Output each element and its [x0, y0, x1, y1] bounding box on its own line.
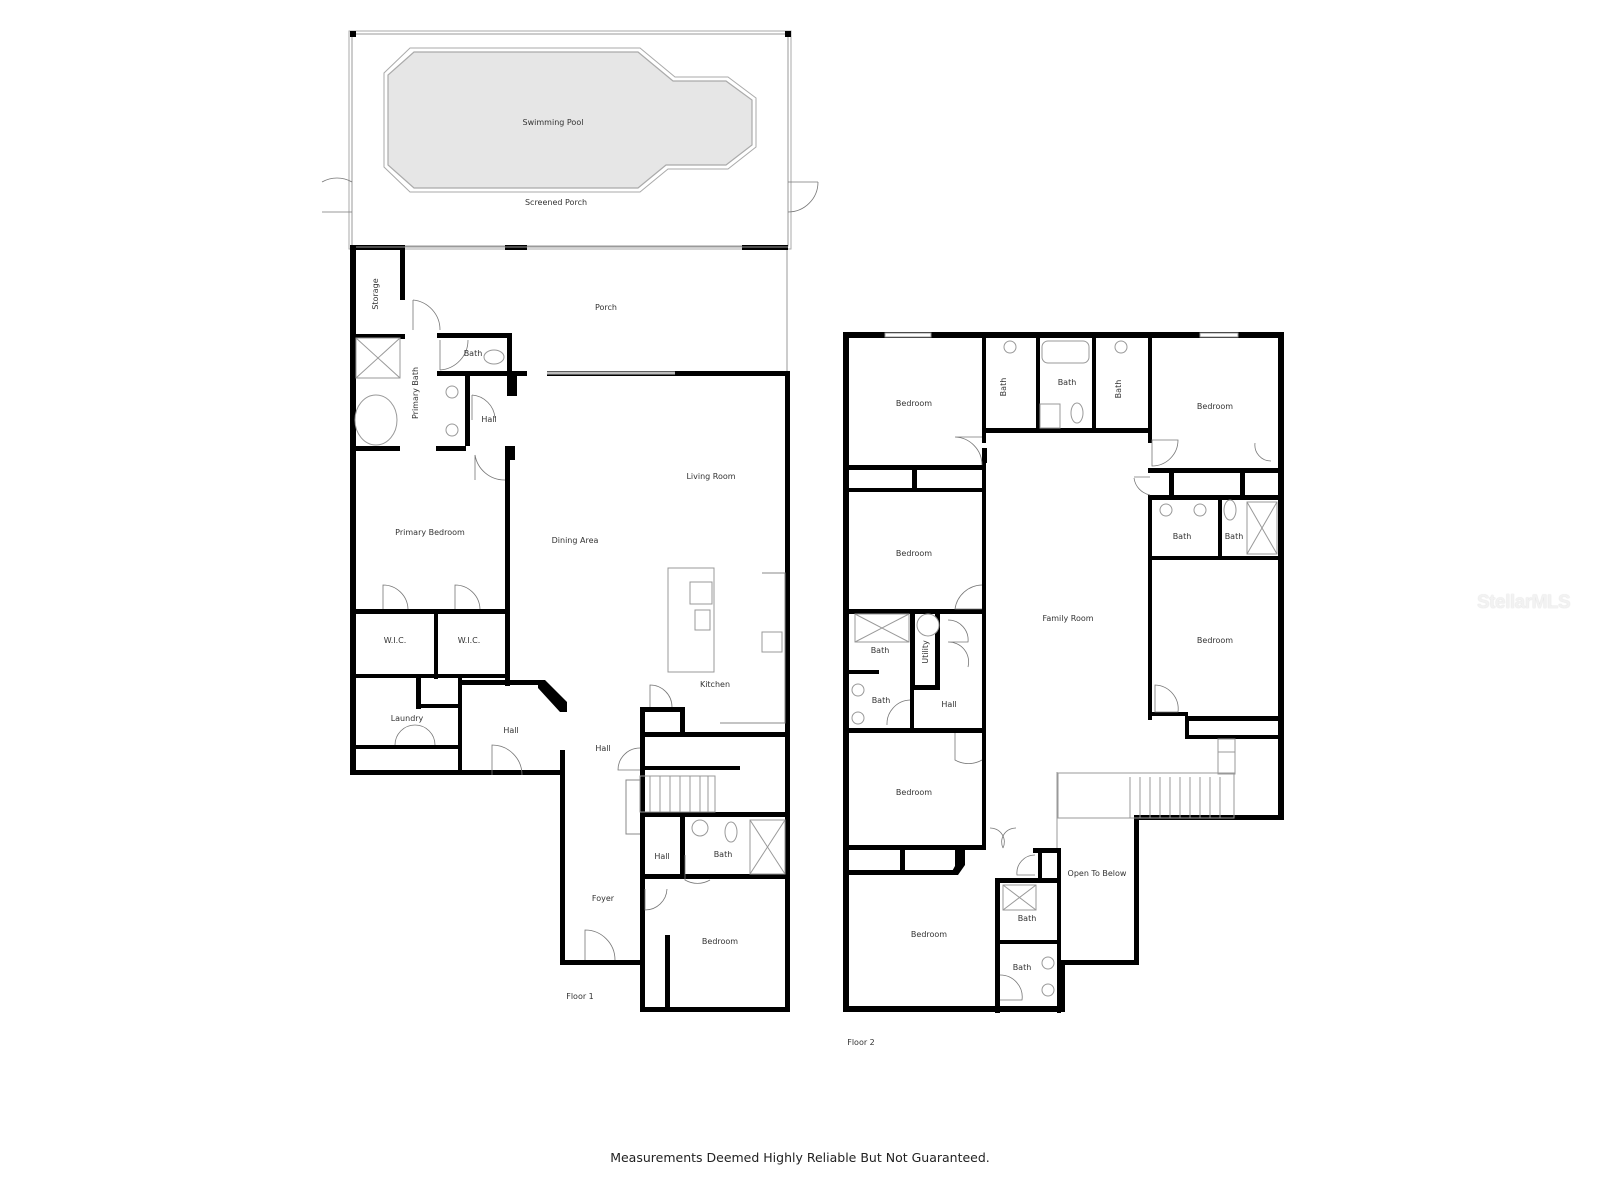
room-label-bedroom-sw: Bedroom [911, 930, 947, 939]
room-label-bedroom: Bedroom [702, 937, 738, 946]
room-label-primary-bedroom: Primary Bedroom [395, 528, 465, 537]
room-label-bath-w1: Bath [871, 646, 890, 655]
room-label-bath-a: Bath [999, 378, 1008, 397]
room-label-bath-upper: Bath [464, 349, 483, 358]
room-label-bath-b: Bath [1058, 378, 1077, 387]
floor-2-walls [843, 332, 1284, 1013]
room-label-bedroom-nw: Bedroom [896, 399, 932, 408]
room-label-foyer: Foyer [592, 894, 615, 903]
room-label-living-room: Living Room [686, 472, 735, 481]
room-label-kitchen: Kitchen [700, 680, 730, 689]
room-label-primary-bath: Primary Bath [411, 367, 420, 419]
room-label-hall-upper: Hall [481, 415, 496, 424]
floor-2-fixtures [851, 332, 1278, 1001]
room-label-bath-s1: Bath [1018, 914, 1037, 923]
floor-1-walls [350, 245, 790, 1012]
room-label-porch: Porch [595, 303, 617, 312]
room-label-bath-lower: Bath [714, 850, 733, 859]
room-label-swimming-pool: Swimming Pool [523, 118, 584, 127]
room-label-dining-area: Dining Area [552, 536, 599, 545]
screened-porch [321, 30, 819, 250]
disclaimer-text: Measurements Deemed Highly Reliable But … [610, 1150, 990, 1165]
room-label-hall-left: Hall [503, 726, 518, 735]
stairs-floor-2 [1057, 738, 1236, 819]
room-label-utility: Utility [921, 640, 930, 664]
room-label-bedroom-w2: Bedroom [896, 549, 932, 558]
floor-1-labels: Swimming Pool Screened Porch Porch Stora… [371, 118, 738, 1001]
room-label-open-to-below: Open To Below [1068, 869, 1127, 878]
room-label-hall-small: Hall [654, 852, 669, 861]
room-label-screened-porch: Screened Porch [525, 198, 587, 207]
floor-1-fixtures [354, 299, 786, 961]
room-label-bath-w2: Bath [872, 696, 891, 705]
room-label-bedroom-e2: Bedroom [1197, 636, 1233, 645]
room-label-bath-e1: Bath [1173, 532, 1192, 541]
room-label-storage: Storage [371, 278, 380, 309]
room-label-bedroom-ne: Bedroom [1197, 402, 1233, 411]
floor-1-plan: Swimming Pool Screened Porch Porch Stora… [321, 30, 819, 1012]
floor-1-title: Floor 1 [566, 992, 594, 1001]
stairs-floor-1 [625, 775, 716, 835]
room-label-bedroom-w3: Bedroom [896, 788, 932, 797]
room-label-family-room: Family Room [1042, 614, 1093, 623]
room-label-wic-right: W.I.C. [458, 636, 481, 645]
floor-2-labels: Bedroom Bath Bath Bath Bedroom Bedroom B… [847, 378, 1243, 1047]
room-label-wic-left: W.I.C. [384, 636, 407, 645]
floor-2-plan: Bedroom Bath Bath Bath Bedroom Bedroom B… [843, 332, 1284, 1047]
floor-2-title: Floor 2 [847, 1038, 875, 1047]
room-label-bath-e2: Bath [1225, 532, 1244, 541]
room-label-bath-c: Bath [1114, 380, 1123, 399]
swimming-pool [387, 51, 753, 189]
room-label-bath-s2: Bath [1013, 963, 1032, 972]
room-label-laundry: Laundry [391, 714, 424, 723]
watermark: StellarMLS [1477, 592, 1571, 613]
room-label-hall-center: Hall [595, 744, 610, 753]
room-label-hall: Hall [941, 700, 956, 709]
